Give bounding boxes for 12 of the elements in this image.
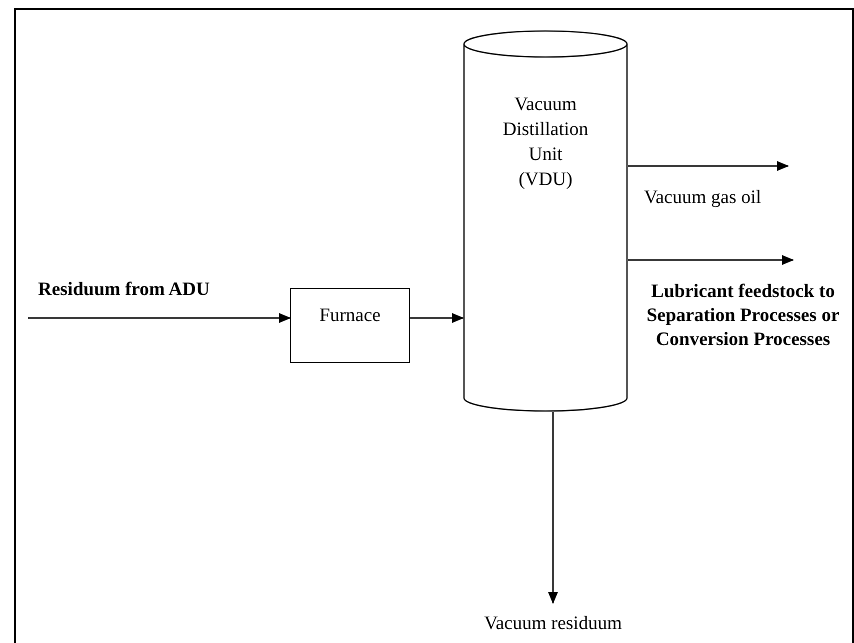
stream-label: Lubricant feedstock to Separation Processes or Conversion Processes [646, 280, 840, 352]
flow-arrow [628, 161, 789, 171]
process-box [290, 288, 410, 363]
unit-label: Vacuum Distillation Unit (VDU) [502, 93, 590, 192]
flow-arrow [410, 313, 464, 323]
stream-label: Vacuum gas oil [644, 186, 762, 210]
box-label: Furnace [319, 304, 381, 328]
flow-arrow [548, 412, 558, 604]
flow-arrow [628, 255, 794, 265]
flow-arrow [28, 313, 291, 323]
stream-label: Vacuum residuum [483, 612, 623, 636]
stream-label: Residuum from ADU [38, 278, 211, 302]
